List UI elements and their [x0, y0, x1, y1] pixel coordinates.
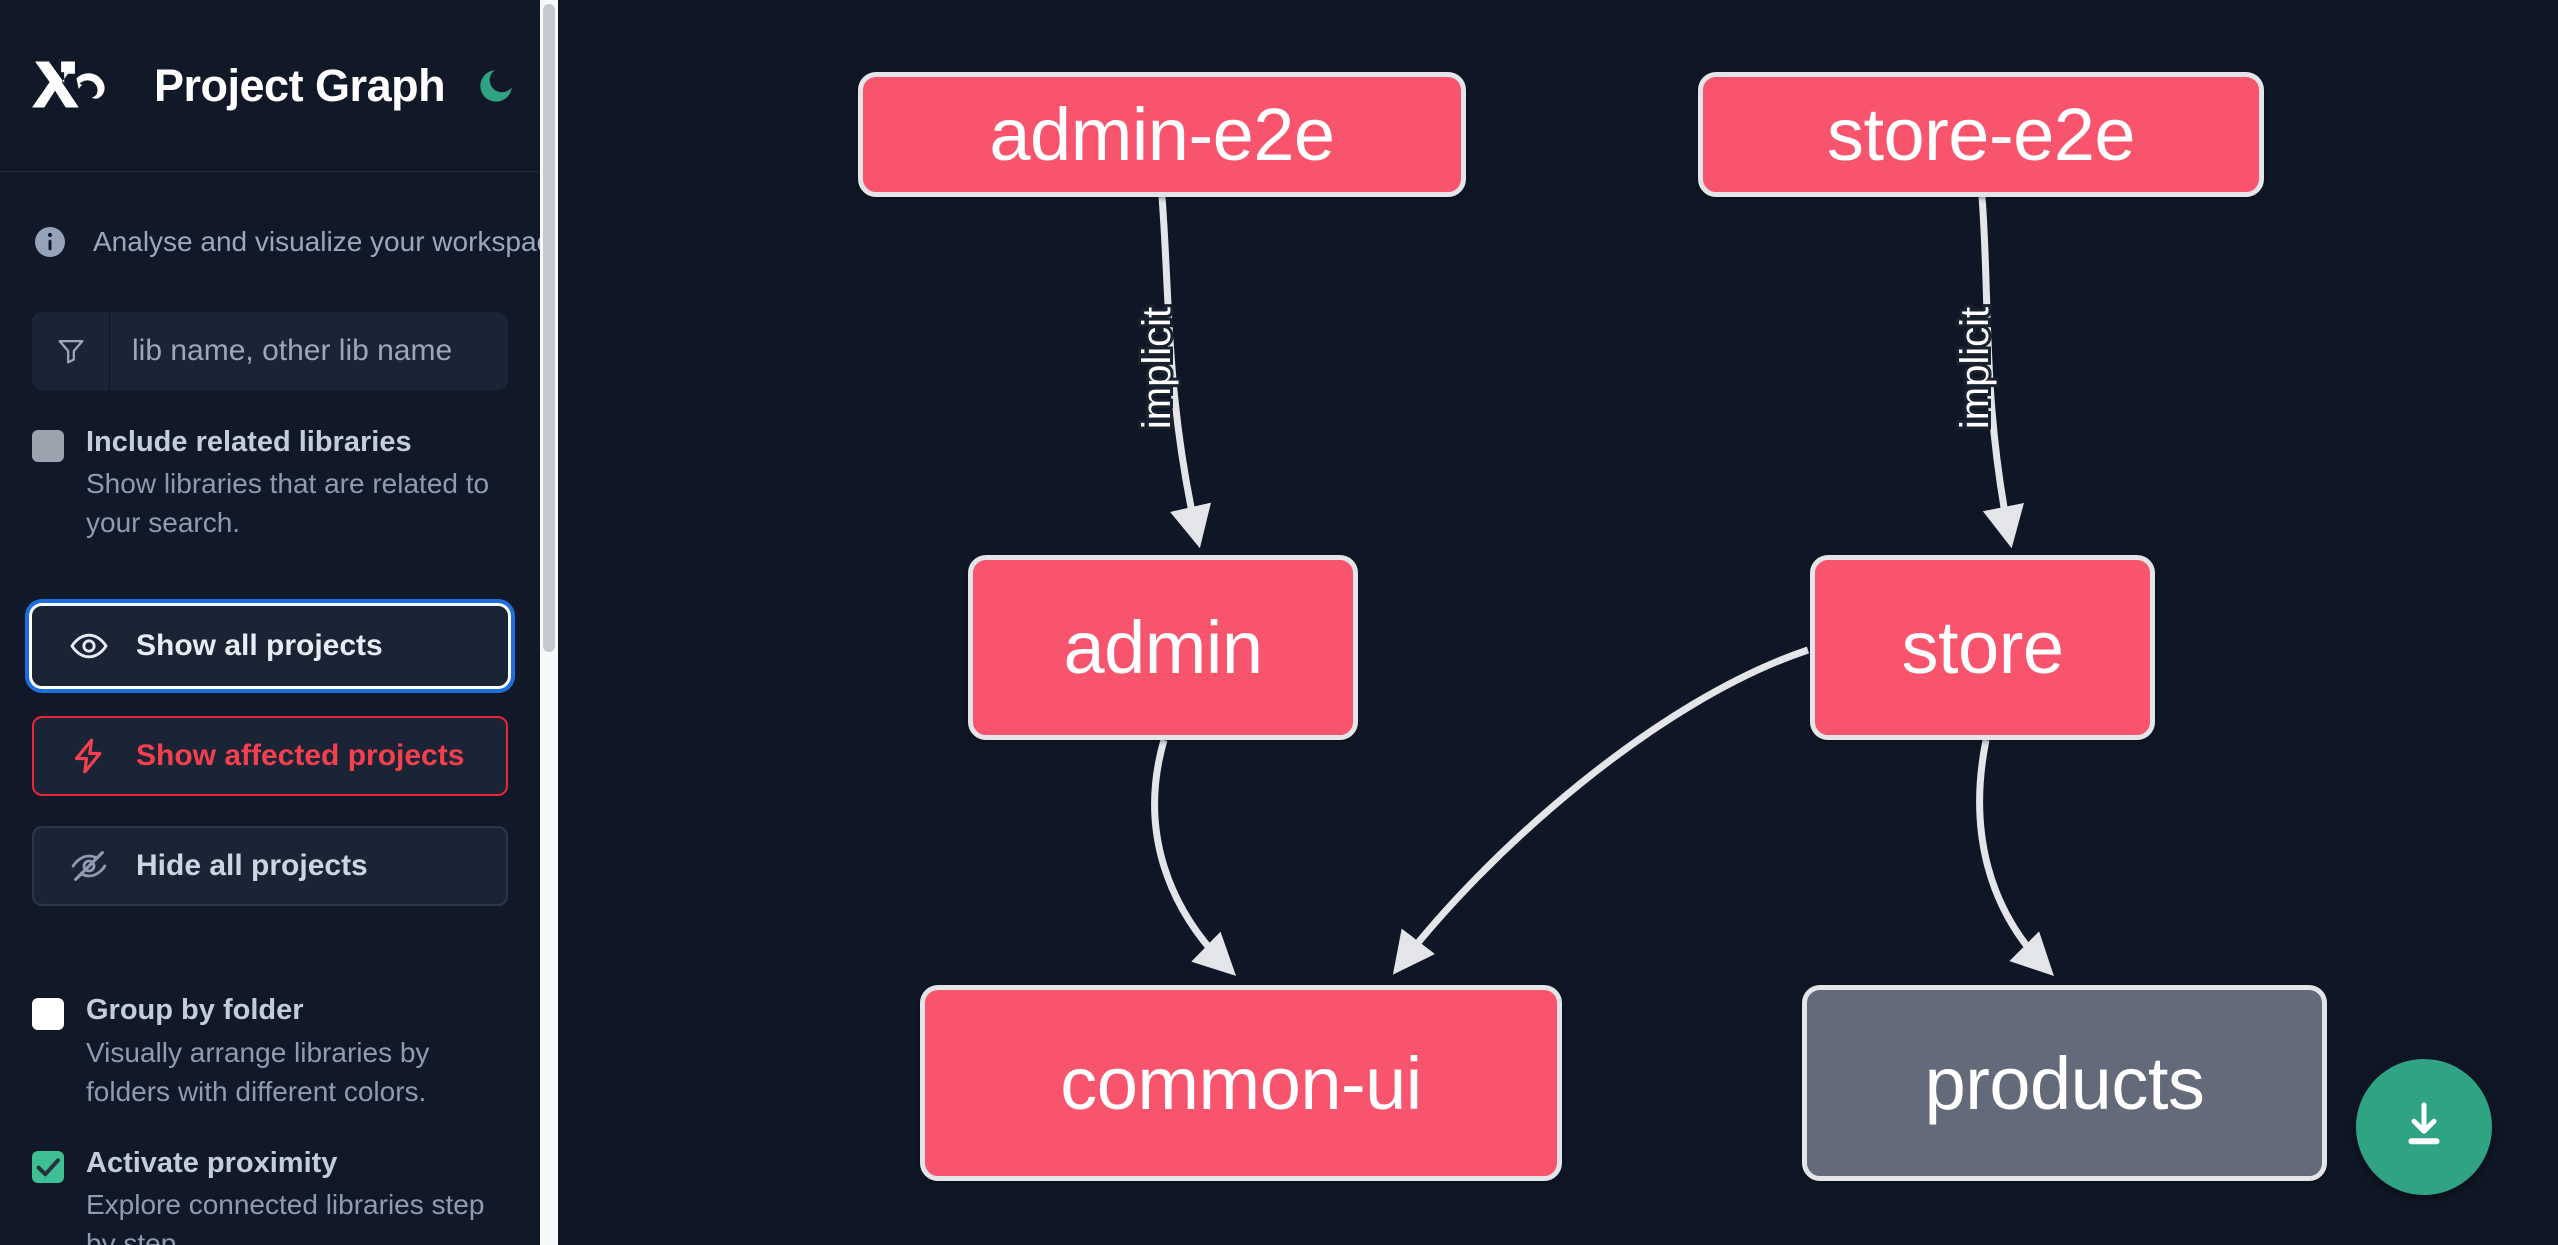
checkbox-description: Visually arrange libraries by folders wi… [86, 1036, 430, 1107]
sidebar-scrollbar-thumb[interactable] [543, 4, 555, 652]
edge-label-implicit-admin: implicit [1132, 304, 1182, 432]
graph-node-products[interactable]: products [1802, 985, 2327, 1181]
node-label: admin-e2e [989, 93, 1335, 176]
checkbox-description: Show libraries that are related to your … [86, 468, 490, 539]
node-label: common-ui [1060, 1041, 1422, 1125]
sidebar-scroll-area: Project Graph Analyse and visualize yo [0, 0, 558, 1245]
checkbox-label: Include related libraries [86, 426, 412, 458]
edge-admin-e2e-admin [1158, 196, 1211, 549]
svg-text:implicit: implicit [1953, 307, 1997, 429]
page-title: Project Graph [154, 59, 446, 111]
hide-all-projects-button[interactable]: Hide all projects [32, 826, 508, 907]
edge-label-implicit-store: implicit [1950, 304, 2000, 432]
edge-admin-common-ui [1151, 739, 1237, 976]
checkbox-group-by-folder[interactable]: Group by folder Visually arrange librari… [0, 958, 540, 1110]
node-label: admin [1063, 606, 1263, 689]
checkbox-activate-proximity[interactable]: Activate proximity Explore connected lib… [0, 1111, 540, 1245]
graph-node-store-e2e[interactable]: store-e2e [1698, 72, 2264, 197]
search-input[interactable] [110, 312, 508, 390]
checkbox-include-related-libraries[interactable]: Include related libraries Show libraries… [0, 390, 540, 542]
show-affected-projects-button[interactable]: Show affected projects [32, 716, 508, 797]
show-all-projects-label: Show all projects [136, 629, 383, 663]
eye-off-icon [68, 845, 110, 887]
graph-canvas[interactable]: implicit implicit admin-e2e store-e2e ad… [558, 0, 2558, 1245]
checkbox-description: Explore connected libraries step by step… [86, 1189, 485, 1245]
moon-icon[interactable] [475, 65, 517, 107]
sidebar-header: Project Graph [0, 0, 540, 172]
graph-node-admin[interactable]: admin [968, 555, 1358, 740]
spacer [0, 906, 540, 958]
edge-store-common-ui [1392, 646, 1810, 975]
checkbox-box[interactable] [32, 1150, 64, 1183]
show-all-projects-button[interactable]: Show all projects [32, 606, 508, 687]
hide-all-projects-label: Hide all projects [136, 849, 368, 883]
node-label: products [1924, 1041, 2205, 1125]
checkbox-box[interactable] [32, 998, 64, 1031]
graph-node-store[interactable]: store [1810, 555, 2155, 740]
svg-text:implicit: implicit [1135, 307, 1179, 429]
checkbox-box[interactable] [32, 430, 64, 462]
show-affected-projects-label: Show affected projects [136, 739, 465, 773]
workspace-info: Analyse and visualize your workspace. [0, 172, 558, 260]
checkbox-label: Activate proximity [86, 1146, 338, 1179]
nx-logo-icon [32, 58, 124, 114]
checkbox-label: Group by folder [86, 994, 304, 1027]
download-image-button[interactable] [2356, 1059, 2492, 1195]
node-label: store [1901, 606, 2064, 689]
filter-field[interactable] [32, 312, 508, 390]
download-icon [2394, 1095, 2454, 1160]
funnel-icon [32, 312, 110, 390]
graph-node-admin-e2e[interactable]: admin-e2e [858, 72, 1466, 197]
sidebar-scrollbar[interactable] [540, 0, 558, 1245]
edge-store-e2e-store [1978, 196, 2025, 549]
info-icon [32, 224, 68, 260]
node-label: store-e2e [1826, 93, 2136, 176]
edge-store-products [1976, 739, 2054, 976]
workspace-info-text: Analyse and visualize your workspace. [93, 226, 558, 257]
lightning-bolt-icon [68, 735, 110, 777]
sidebar: Project Graph Analyse and visualize yo [0, 0, 558, 1245]
graph-node-common-ui[interactable]: common-ui [920, 985, 1562, 1181]
eye-icon [68, 625, 110, 667]
graph-edges: implicit implicit [1132, 196, 2054, 976]
